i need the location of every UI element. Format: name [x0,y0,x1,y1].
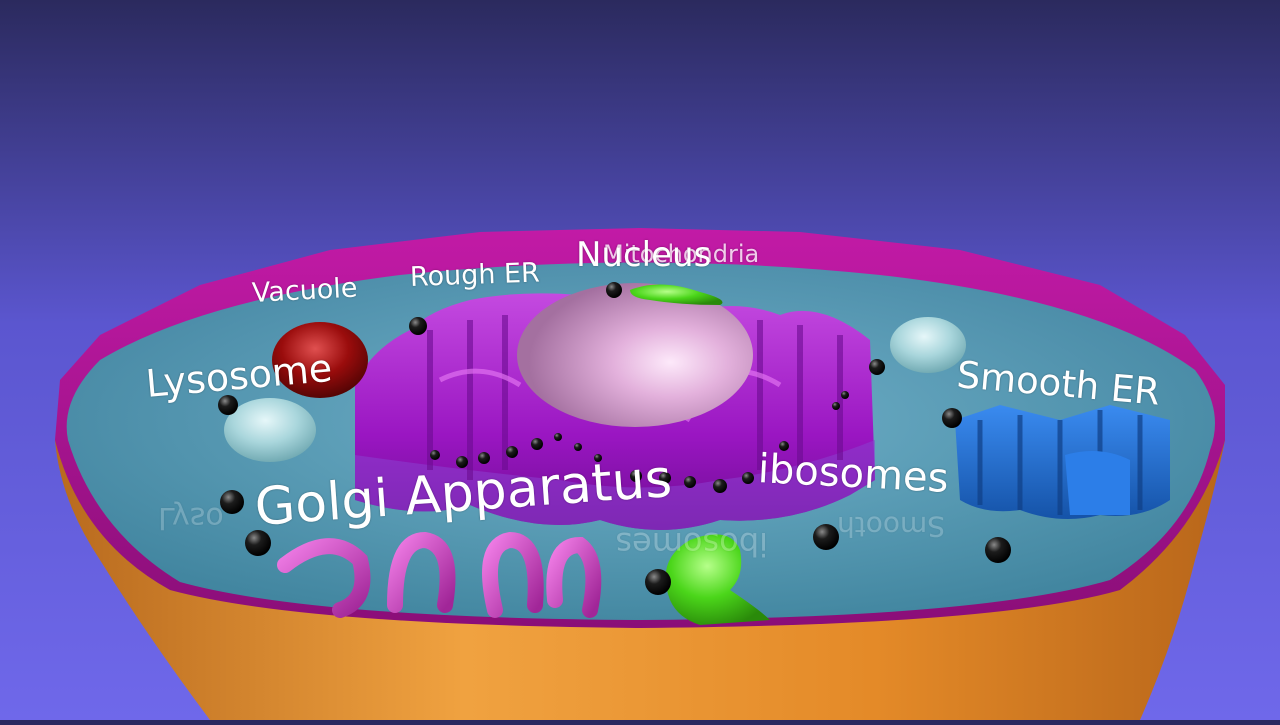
smooth-er [955,405,1170,519]
label-nucleus: Nucleus [576,235,712,275]
golgi-apparatus [277,531,602,618]
smooth-er-reflection: Smooth [836,510,945,543]
lysosome-reflection: Lyso [158,500,224,535]
mitochondria-back [630,284,723,305]
vacuole-right [890,317,966,373]
lysosome [272,322,368,398]
nucleus [517,283,753,427]
label-rough-er: Rough ER [409,257,541,293]
label-mitochondria: Mitochondria [603,240,760,268]
ribosomes-reflection: ibosomes [615,525,768,563]
ribosomes [218,282,1011,595]
vacuole-left [224,398,316,462]
mitochondria-front [665,534,770,625]
label-vacuole: Vacuole [251,272,359,309]
